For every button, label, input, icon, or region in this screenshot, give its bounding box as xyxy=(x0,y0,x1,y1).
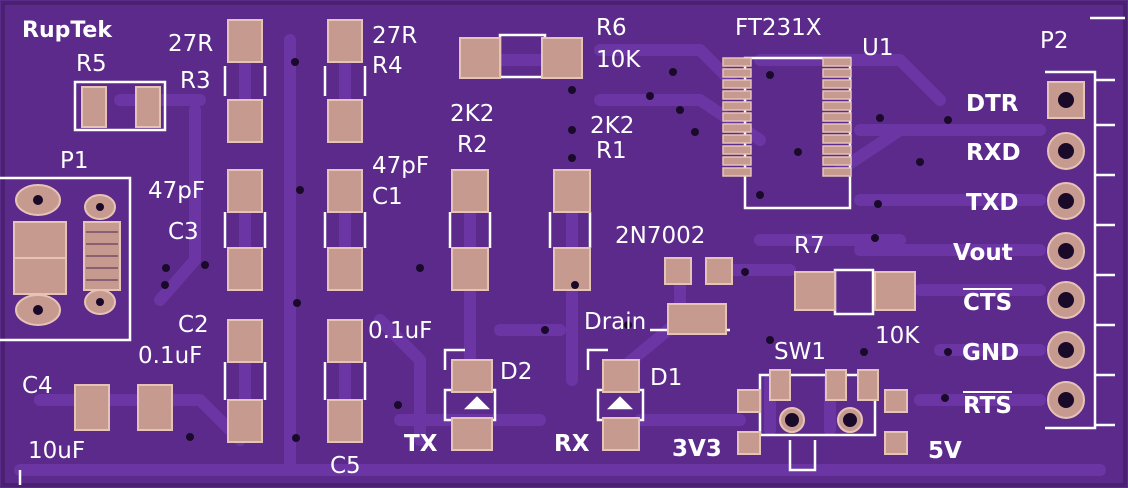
c3-pad-1 xyxy=(227,169,263,213)
d2-label: TX xyxy=(404,431,438,457)
r1-value: 2K2 xyxy=(590,113,635,139)
u1-ref: U1 xyxy=(862,35,894,61)
r7-pad-2 xyxy=(874,271,916,311)
d1-ref: D1 xyxy=(650,365,683,391)
header-pin-cts: CTS xyxy=(963,290,1013,316)
c5-pad-2 xyxy=(327,399,363,443)
u1-value: FT231X xyxy=(735,15,822,41)
c4-value: 10uF xyxy=(28,438,86,464)
r5-pad-2 xyxy=(135,86,161,128)
r5-pad-1 xyxy=(81,86,107,128)
pads xyxy=(13,19,916,455)
c2-pad-2 xyxy=(227,399,263,443)
board-title: RupTek xyxy=(22,18,112,43)
d1-pad-1 xyxy=(602,359,640,393)
r3-value: 27R xyxy=(168,31,214,57)
sw1-ref: SW1 xyxy=(774,339,826,365)
vias xyxy=(161,58,952,442)
r7-pad-1 xyxy=(794,271,836,311)
c3-pad-2 xyxy=(227,247,263,291)
q-pad-1 xyxy=(664,257,692,285)
sw1-right-label: 5V xyxy=(928,438,962,464)
sw1-pad-7 xyxy=(857,369,879,401)
r3-pad-2 xyxy=(227,99,263,143)
r6-ref: R6 xyxy=(596,15,627,41)
header-pin-rts: RTS xyxy=(963,393,1012,419)
d1-pad-2 xyxy=(602,417,640,451)
sw1-pad-2 xyxy=(884,389,908,413)
sw1-pad-5 xyxy=(769,369,791,401)
header-pin-txd: TXD xyxy=(966,190,1019,216)
c4-ref: C4 xyxy=(22,373,53,399)
header-pin-rxd: RXD xyxy=(966,140,1021,166)
c1-ref: C1 xyxy=(372,184,403,210)
r4-pad-2 xyxy=(327,99,363,143)
sw1-left-label: 3V3 xyxy=(672,436,722,462)
p2-ref: P2 xyxy=(1040,28,1069,54)
r1-ref: R1 xyxy=(596,138,627,164)
r5-ref: R5 xyxy=(76,51,107,77)
p1-pad-2 xyxy=(13,257,67,295)
q-pad-3 xyxy=(667,303,727,335)
q-value: 2N7002 xyxy=(615,223,706,249)
r4-ref: R4 xyxy=(372,53,403,79)
r2-pad-2 xyxy=(451,247,489,291)
c4-pad-1 xyxy=(74,384,110,431)
header-pin-gnd: GND xyxy=(962,340,1020,366)
d2-pad-2 xyxy=(451,417,493,451)
sw1-pad-1 xyxy=(737,389,761,413)
c3-value: 47pF xyxy=(148,178,206,204)
r1-pad-1 xyxy=(553,169,591,213)
q-pin-label: Drain xyxy=(584,309,647,335)
c5-pad-1 xyxy=(327,319,363,363)
p2-header xyxy=(1047,81,1085,419)
r4-value: 27R xyxy=(372,23,418,49)
r6-pad-2 xyxy=(541,37,583,79)
d2-ref: D2 xyxy=(500,359,533,385)
sw1-holes xyxy=(779,407,863,433)
c1-pad-1 xyxy=(327,169,363,213)
c1-value: 47pF xyxy=(372,153,430,179)
c1-pad-2 xyxy=(327,247,363,291)
silkscreen xyxy=(0,16,1125,485)
c4-pad-2 xyxy=(137,384,173,431)
r3-pad-1 xyxy=(227,19,263,63)
c5-value: 0.1uF xyxy=(368,318,433,344)
sw1-pad-3 xyxy=(737,431,761,455)
c2-value: 0.1uF xyxy=(138,343,203,369)
c2-pad-1 xyxy=(227,319,263,363)
r7-ref: R7 xyxy=(794,233,825,259)
u1-pins xyxy=(722,57,852,177)
r6-value: 10K xyxy=(596,47,641,73)
d2-pad-1 xyxy=(451,359,493,393)
r4-pad-1 xyxy=(327,19,363,63)
c3-ref: C3 xyxy=(168,219,199,245)
r2-value: 2K2 xyxy=(450,101,495,127)
sw1-pad-4 xyxy=(884,431,908,455)
p1-pad-1 xyxy=(13,221,67,259)
header-pin-dtr: DTR xyxy=(966,91,1019,117)
q-pad-2 xyxy=(705,257,733,285)
p1-ref: P1 xyxy=(60,148,89,174)
c5-ref: C5 xyxy=(330,453,361,479)
r6-pad-1 xyxy=(459,37,501,79)
sw1-pad-6 xyxy=(825,369,847,401)
r3-ref: R3 xyxy=(180,68,211,94)
p1-usb-connector xyxy=(15,184,121,326)
r2-pad-1 xyxy=(451,169,489,213)
r7-value: 10K xyxy=(875,323,920,349)
r2-ref: R2 xyxy=(457,132,488,158)
c2-ref: C2 xyxy=(178,312,209,338)
d1-label: RX xyxy=(554,431,590,457)
header-pin-vout: Vout xyxy=(953,240,1013,266)
